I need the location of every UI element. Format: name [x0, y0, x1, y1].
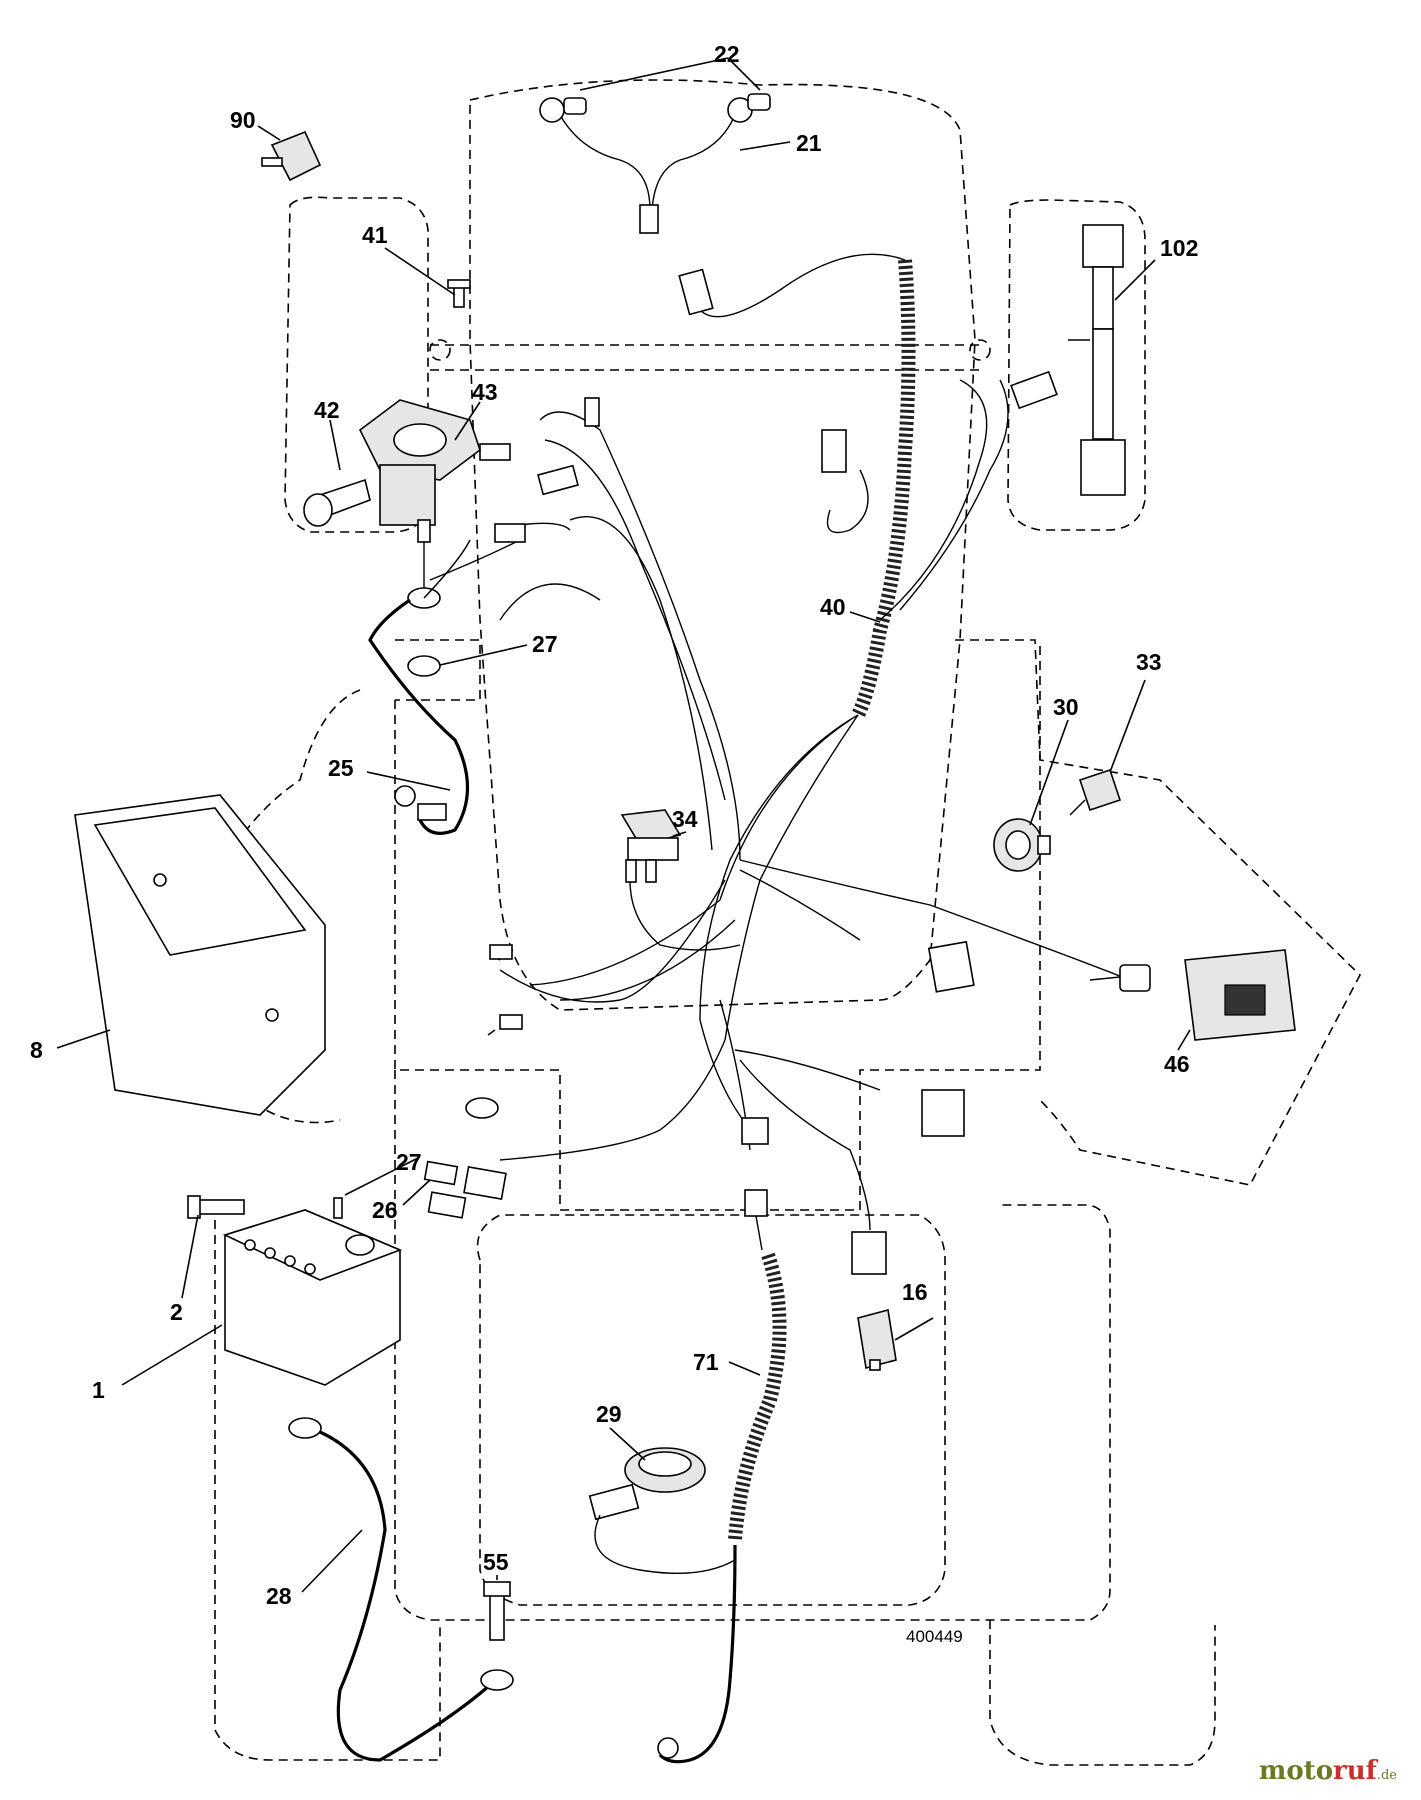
adapter-harness [1068, 224, 1126, 496]
callout-1: 1 [92, 1377, 105, 1403]
callout-22: 22 [714, 41, 740, 67]
relay [857, 1308, 897, 1371]
watermark-brand-b: ruf [1333, 1756, 1377, 1786]
plug-part [261, 130, 322, 182]
callout-41: 41 [362, 222, 388, 248]
callout-8: 8 [30, 1037, 43, 1063]
callout-labels: 22 21 90 41 42 43 102 40 27 25 33 30 34 … [30, 41, 1198, 1646]
drawing-number: 400449 [906, 1627, 963, 1646]
callout-33: 33 [1136, 649, 1162, 675]
tractor-outline [203, 79, 1361, 1766]
starter-solenoid [303, 279, 481, 590]
callout-90: 90 [230, 107, 256, 133]
callout-25: 25 [328, 755, 354, 781]
watermark-brand-a: moto [1258, 1756, 1334, 1786]
seat-switch-harness [588, 1189, 787, 1764]
main-wiring-harness [427, 253, 1151, 1275]
battery-box [74, 794, 326, 1116]
callout-42: 42 [314, 397, 340, 423]
callout-28: 28 [266, 1583, 292, 1609]
watermark-tld: .de [1376, 1768, 1397, 1783]
callout-27-bottom: 27 [396, 1149, 422, 1175]
battery [187, 1160, 459, 1386]
callout-34: 34 [672, 806, 698, 832]
callout-71: 71 [693, 1349, 719, 1375]
callout-30: 30 [1053, 694, 1079, 720]
positive-cable [368, 539, 471, 835]
callout-43: 43 [472, 379, 498, 405]
headlight-assembly [539, 93, 771, 234]
ground-cable [288, 1417, 514, 1762]
callout-40: 40 [820, 594, 846, 620]
watermark-logo: motoruf.de [1259, 1756, 1397, 1786]
callout-2: 2 [170, 1299, 183, 1325]
pto-switch [620, 809, 741, 951]
hour-meter [1184, 949, 1296, 1041]
callout-102: 102 [1160, 235, 1198, 261]
callout-21: 21 [796, 130, 822, 156]
callout-16: 16 [902, 1279, 928, 1305]
callout-26: 26 [372, 1197, 398, 1223]
leader-lines [56, 57, 1191, 1593]
callout-29: 29 [596, 1401, 622, 1427]
ignition-switch [993, 768, 1122, 872]
callout-27-top: 27 [532, 631, 558, 657]
callout-46: 46 [1164, 1051, 1190, 1077]
callout-55: 55 [483, 1549, 509, 1575]
